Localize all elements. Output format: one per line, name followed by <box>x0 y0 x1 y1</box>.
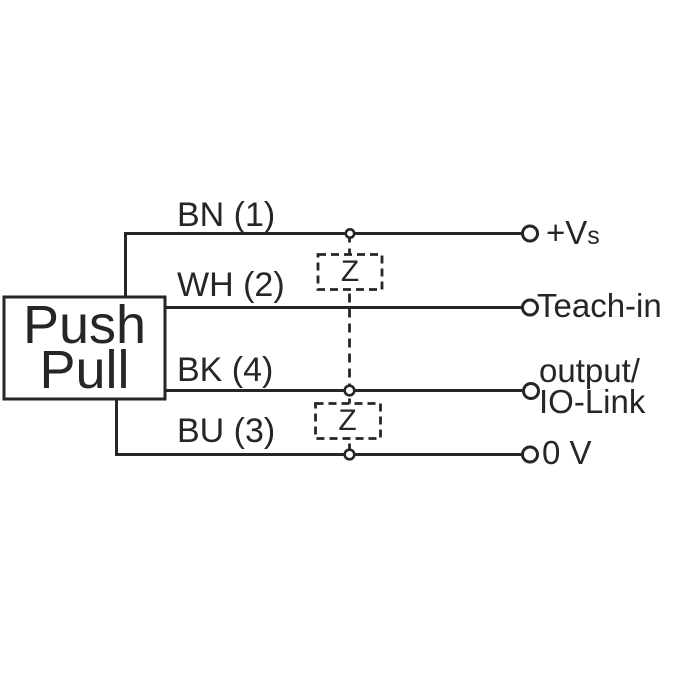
terminal-circle-vs <box>521 224 539 243</box>
wire-label-bn: BN (1) <box>177 196 276 234</box>
terminal-circle-output <box>522 382 540 400</box>
wire-label-bu: BU (3) <box>177 412 276 450</box>
terminal-circle-teach-in <box>521 298 539 317</box>
device-label-line1: Push <box>22 295 147 355</box>
zener-symbol: Z <box>338 403 357 437</box>
wire-label-bk: BK (4) <box>177 351 274 389</box>
device-label-line2: Pull <box>39 340 130 400</box>
zener-label-1: Z <box>318 254 382 289</box>
terminal-label-teach-in: Teach-in <box>537 287 662 324</box>
zener-label-2: Z <box>315 403 380 438</box>
device-box-label: Push Pull <box>5 298 164 398</box>
junction-circle-bu <box>343 448 356 461</box>
terminal-label-vs: +Vs <box>546 214 600 252</box>
device-box <box>2 295 167 401</box>
junction-circle-bn <box>344 228 356 240</box>
terminal-label-output-line1: output/ <box>539 352 640 389</box>
terminal-label-0v: 0 V <box>542 434 592 471</box>
terminal-circle-0v <box>521 445 539 464</box>
terminal-label-vs-main: +V <box>546 214 588 251</box>
wire-label-wh: WH (2) <box>177 266 285 304</box>
terminal-label-output-line2: IO-Link <box>539 383 646 420</box>
zener-symbol: Z <box>340 254 360 288</box>
zener-box-2 <box>314 402 382 440</box>
zener-box-1 <box>316 253 384 291</box>
junction-circle-bk <box>343 384 356 397</box>
terminal-label-vs-sub: s <box>587 222 600 250</box>
terminal-label-output: output/ IO-Link <box>539 352 646 420</box>
